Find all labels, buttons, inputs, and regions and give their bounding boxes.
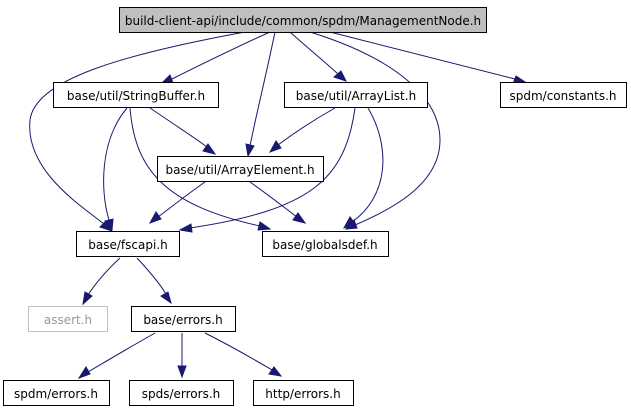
edge-baseerrors-to-spdserrors [177,333,187,379]
edge-arraylist-to-fscapi [178,107,356,233]
node-globalsdef[interactable]: base/globalsdef.h [262,231,389,257]
edge-arraylist-to-arrayelement [268,107,336,153]
edge-managementnode-to-stringbuffer [159,31,271,85]
edge-fscapi-to-baseerrors [136,257,172,305]
node-label: base/util/ArrayElement.h [165,163,314,177]
node-management-node[interactable]: build-client-api/include/common/spdm/Man… [119,7,487,33]
node-label: base/util/StringBuffer.h [67,89,205,103]
edge-managementnode-to-arraylist [289,31,347,82]
edge-arraylist-to-globalsdef [342,107,384,229]
node-label: base/util/ArrayList.h [296,89,416,103]
node-spdm-constants[interactable]: spdm/constants.h [500,82,627,108]
graph-edges [29,31,527,379]
node-http-errors[interactable]: http/errors.h [253,380,354,406]
node-label: spdm/errors.h [14,387,98,401]
graph-nodes: build-client-api/include/common/spdm/Man… [3,7,627,406]
node-base-errors[interactable]: base/errors.h [131,306,236,332]
node-fscapi[interactable]: base/fscapi.h [76,231,180,257]
node-label: http/errors.h [265,387,340,401]
edge-arrayelement-to-fscapi [148,181,206,224]
node-label: spds/errors.h [142,387,221,401]
edge-stringbuffer-to-arrayelement [149,107,217,155]
node-spds-errors[interactable]: spds/errors.h [129,380,234,406]
edge-managementnode-to-arrayelement [245,31,276,158]
edge-managementnode-to-globalsdef [309,31,441,230]
edge-managementnode-to-constants [329,31,527,85]
node-label: base/fscapi.h [88,238,167,252]
node-label: base/globalsdef.h [272,238,377,252]
node-array-element[interactable]: base/util/ArrayElement.h [157,156,324,182]
node-assert[interactable]: assert.h [28,306,108,332]
node-label: base/errors.h [143,313,222,327]
edge-stringbuffer-to-globalsdef [129,107,272,231]
edge-baseerrors-to-httperrors [204,332,283,377]
node-label: assert.h [44,313,92,327]
edge-stringbuffer-to-fscapi [103,107,128,232]
node-array-list[interactable]: base/util/ArrayList.h [284,82,428,108]
node-spdm-errors[interactable]: spdm/errors.h [3,380,110,406]
node-label: spdm/constants.h [509,89,616,103]
edge-baseerrors-to-spdmerrors [77,332,156,379]
node-label: build-client-api/include/common/spdm/Man… [125,14,481,28]
edge-fscapi-to-assert [82,257,121,306]
node-string-buffer[interactable]: base/util/StringBuffer.h [53,82,219,108]
edge-arrayelement-to-globalsdef [249,181,307,224]
edge-managementnode-to-fscapi [29,31,246,232]
